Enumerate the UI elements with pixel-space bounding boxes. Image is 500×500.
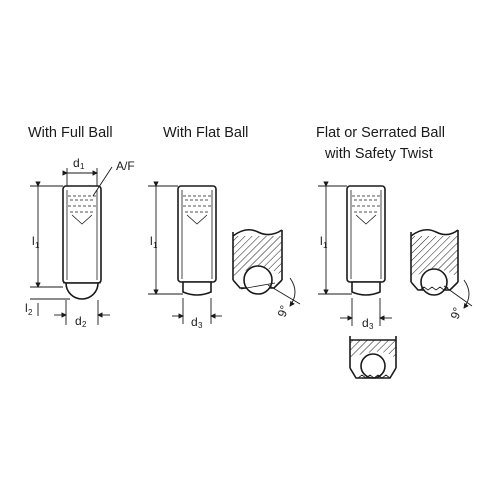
screw-safety-twist xyxy=(318,181,392,326)
title-full-ball: With Full Ball xyxy=(28,125,113,141)
label-d3-flat-sub: 3 xyxy=(198,321,203,330)
label-d3-safety: d xyxy=(362,316,369,330)
label-l1-flat: l xyxy=(150,234,153,248)
screw-flat-ball xyxy=(148,181,222,324)
label-angle-serrated: 9° xyxy=(448,305,465,321)
section-detail-serrated xyxy=(410,228,473,309)
label-d2: d xyxy=(75,314,82,328)
short-screw-detail xyxy=(349,336,397,379)
label-l1-flat-sub: 1 xyxy=(153,241,158,250)
label-af: A/F xyxy=(116,159,135,173)
label-d1: d xyxy=(73,156,80,170)
screw-full-ball xyxy=(30,166,113,325)
title-safety-line2: with Safety Twist xyxy=(324,146,433,162)
label-l1-safety-sub: 1 xyxy=(323,241,328,250)
title-flat-ball: With Flat Ball xyxy=(163,125,248,141)
label-d2-sub: 2 xyxy=(82,320,87,329)
label-d3-safety-sub: 3 xyxy=(369,322,374,331)
section-detail-flat xyxy=(232,228,301,307)
label-l1-full-sub: 1 xyxy=(35,241,40,250)
label-l1-safety: l xyxy=(320,234,323,248)
label-angle-flat: 9° xyxy=(275,303,292,319)
label-l2: l xyxy=(25,301,28,315)
title-safety-line1: Flat or Serrated Ball xyxy=(316,125,445,141)
label-l2-sub: 2 xyxy=(28,308,33,317)
label-d3-flat: d xyxy=(191,315,198,329)
label-d1-sub: 1 xyxy=(80,162,85,171)
label-l1-full: l xyxy=(32,234,35,248)
